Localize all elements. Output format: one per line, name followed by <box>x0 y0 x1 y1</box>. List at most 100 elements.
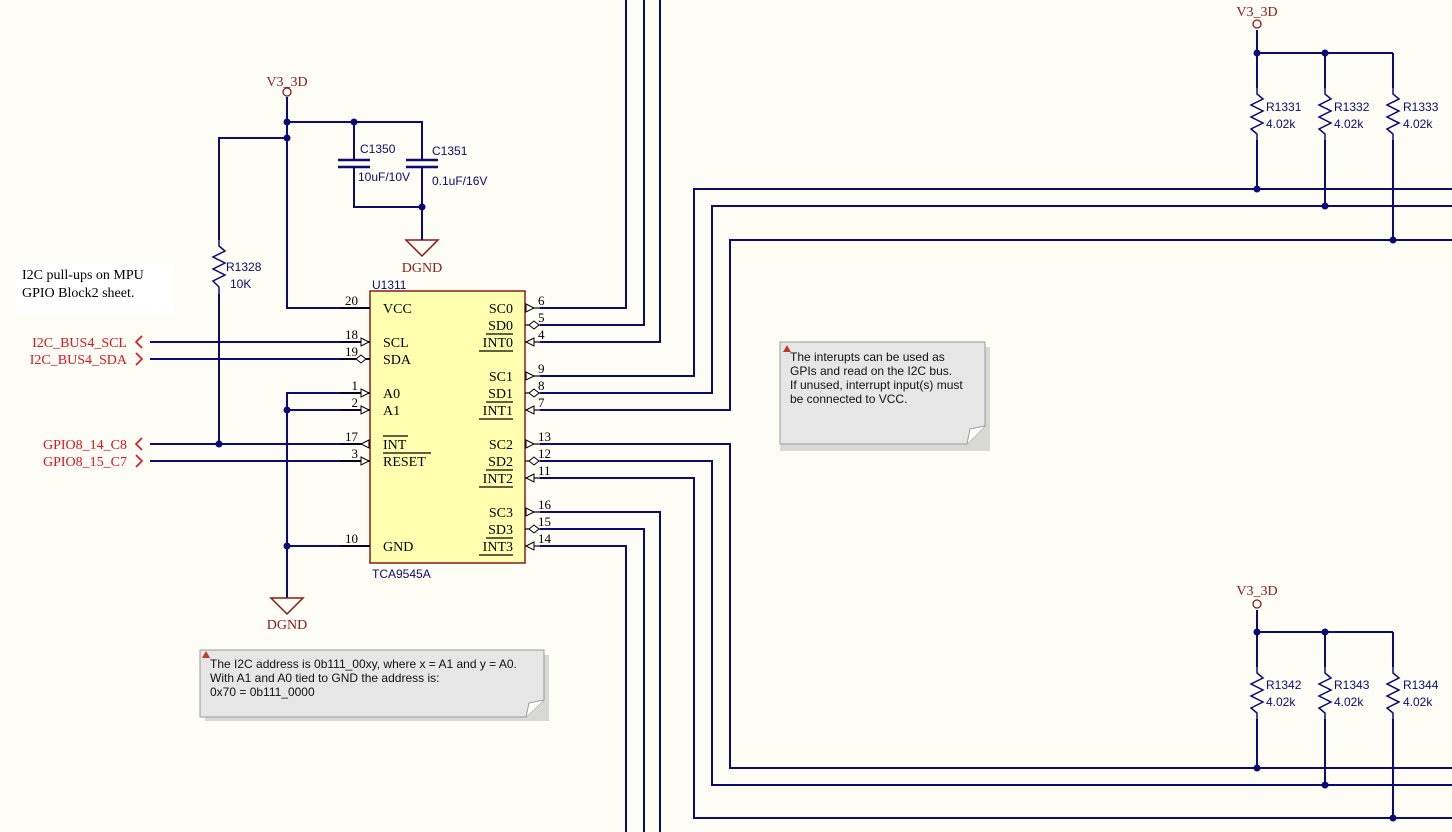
port-chevron-icon <box>134 437 143 451</box>
pin-number: 13 <box>538 429 551 444</box>
ic-tca9545a[interactable]: U1311 TCA9545A 20 18 19 1 2 <box>340 278 552 581</box>
resistor-r1344[interactable]: R1344 4.02k <box>1385 667 1439 719</box>
note-interrupt[interactable]: The interupts can be used as GPIs and re… <box>779 341 990 451</box>
power-label: V3_3D <box>1236 5 1277 20</box>
pin-number: 20 <box>345 293 358 308</box>
note-address[interactable]: The I2C address is 0b111_00xy, where x =… <box>199 649 549 721</box>
pin-name: INT2 <box>483 472 513 487</box>
resistor-r1332[interactable]: R1332 4.02k <box>1317 88 1370 140</box>
pin-name: A0 <box>383 387 400 402</box>
resistor-value: 10K <box>230 277 251 291</box>
pin-number: 17 <box>345 429 359 444</box>
ic-left-pin-names: VCC SCL SDA A0 A1 INT RESET GND <box>383 302 426 555</box>
pin-name: VCC <box>383 302 412 317</box>
wires <box>150 0 1452 832</box>
resistor-icon <box>211 240 227 294</box>
pin-name: SC3 <box>489 506 513 521</box>
port-chevron-icon <box>134 335 143 349</box>
port-gpio8-15-c7[interactable]: GPIO8_15_C7 <box>43 454 144 470</box>
port-gpio8-14-c8[interactable]: GPIO8_14_C8 <box>43 437 143 453</box>
pin-number: 11 <box>538 463 551 478</box>
ic-left-pin-numbers: 20 18 19 1 2 17 3 10 <box>345 293 359 546</box>
ground-icon <box>269 597 305 616</box>
port-label: I2C_BUS4_SCL <box>32 336 127 351</box>
ic-right-pin-numbers: 6 5 4 9 8 7 13 12 11 16 15 14 <box>538 293 552 546</box>
note-line: With A1 and A0 tied to GND the address i… <box>210 671 439 685</box>
resistor-ref: R1331 <box>1266 100 1302 114</box>
resistor-ref: R1343 <box>1334 678 1370 692</box>
pin-name: SC2 <box>489 438 513 453</box>
ic-body <box>369 290 526 564</box>
pin-name: GND <box>383 540 413 555</box>
pin-name: SD1 <box>488 387 513 402</box>
ic-right-overbars <box>479 333 513 556</box>
pin-number: 7 <box>538 395 545 410</box>
ground-label: DGND <box>402 261 442 276</box>
power-v3-3d-main: V3_3D <box>266 75 308 97</box>
note-pullup: I2C pull-ups on MPU GPIO Block2 sheet. <box>16 264 174 316</box>
pin-number: 5 <box>538 310 545 325</box>
resistor-value: 4.02k <box>1266 695 1296 709</box>
resistor-icon <box>1249 88 1265 140</box>
pin-number: 12 <box>538 446 551 461</box>
port-chevron-icon <box>135 454 144 468</box>
note-line: The interupts can be used as <box>790 350 945 364</box>
resistor-ref: R1328 <box>226 260 262 274</box>
pin-number: 4 <box>538 327 545 342</box>
note-line: GPIO Block2 sheet. <box>22 286 134 301</box>
port-i2c-bus4-sda[interactable]: I2C_BUS4_SDA <box>30 352 144 368</box>
port-label: I2C_BUS4_SDA <box>30 353 128 368</box>
warning-icon <box>202 651 210 658</box>
capacitor-c1351[interactable]: C1351 0.1uF/16V <box>406 144 487 188</box>
pin-name: INT3 <box>483 540 513 555</box>
resistor-icon <box>1317 88 1333 140</box>
resistor-ref: R1332 <box>1334 100 1370 114</box>
resistor-ref: R1333 <box>1403 100 1439 114</box>
port-label: GPIO8_15_C7 <box>43 455 127 470</box>
resistor-ref: R1344 <box>1403 678 1439 692</box>
power-v3-3d-top-right: V3_3D <box>1236 5 1278 29</box>
pin-name: SD3 <box>488 523 513 538</box>
resistor-r1328[interactable]: R1328 10K <box>211 240 262 294</box>
power-port-icon <box>282 87 292 97</box>
resistor-value: 4.02k <box>1334 117 1364 131</box>
note-line: If unused, interrupt input(s) must <box>790 378 963 392</box>
pin-name: INT <box>383 438 407 453</box>
note-line: The I2C address is 0b111_00xy, where x =… <box>210 657 517 671</box>
pin-name: A1 <box>383 404 400 419</box>
resistor-r1343[interactable]: R1343 4.02k <box>1317 667 1370 719</box>
resistor-r1331[interactable]: R1331 4.02k <box>1249 88 1302 140</box>
note-line: be connected to VCC. <box>790 392 907 406</box>
pin-number: 18 <box>345 327 358 342</box>
power-label: V3_3D <box>266 75 307 90</box>
pin-name: SD0 <box>488 319 513 334</box>
note-line: I2C pull-ups on MPU <box>22 268 144 283</box>
resistor-r1333[interactable]: R1333 4.02k <box>1385 88 1439 140</box>
pin-name: SDA <box>383 353 412 368</box>
pin-number: 2 <box>352 395 359 410</box>
pin-number: 9 <box>538 361 545 376</box>
ic-right-pin-arrows <box>524 303 540 551</box>
pin-name: SD2 <box>488 455 513 470</box>
ic-left-pin-arrows <box>355 337 371 466</box>
port-label: GPIO8_14_C8 <box>43 438 127 453</box>
ground-icon <box>404 239 440 258</box>
ground-dgnd-ic: DGND <box>267 597 307 633</box>
pin-number: 14 <box>538 531 552 546</box>
port-i2c-bus4-scl[interactable]: I2C_BUS4_SCL <box>32 335 143 351</box>
resistor-ref: R1342 <box>1266 678 1302 692</box>
resistor-value: 4.02k <box>1266 117 1296 131</box>
pin-name: SC1 <box>489 370 513 385</box>
ground-label: DGND <box>267 618 307 633</box>
resistor-icon <box>1249 667 1265 719</box>
pin-number: 15 <box>538 514 551 529</box>
pin-name: SCL <box>383 336 409 351</box>
ic-right-pin-names: SC0 SD0 INT0 SC1 SD1 INT1 SC2 SD2 INT2 S… <box>483 302 513 555</box>
pin-name: INT1 <box>483 404 513 419</box>
cap-value: 0.1uF/16V <box>432 174 487 188</box>
resistor-value: 4.02k <box>1403 695 1433 709</box>
resistor-r1342[interactable]: R1342 4.02k <box>1249 667 1302 719</box>
capacitor-c1350[interactable]: C1350 10uF/10V <box>338 142 410 184</box>
power-port-icon <box>1252 19 1262 29</box>
